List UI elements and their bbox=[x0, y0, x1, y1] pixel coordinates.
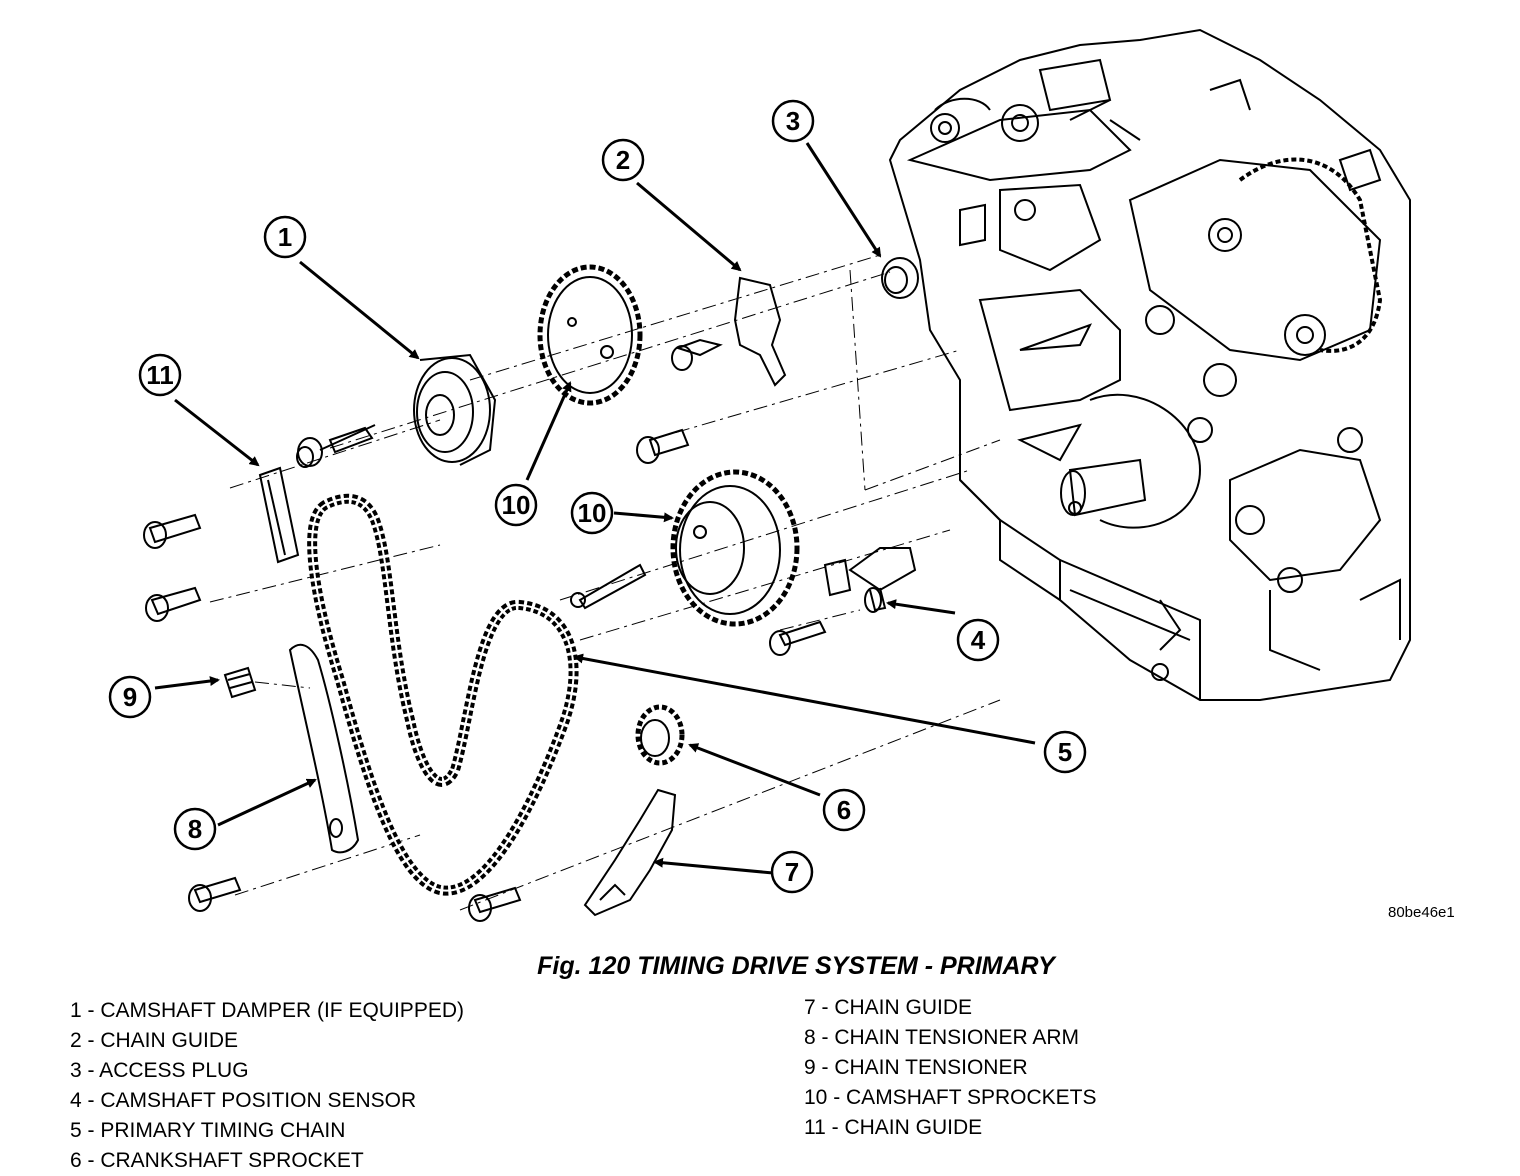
svg-text:10: 10 bbox=[502, 490, 531, 520]
legend-item: 8 - CHAIN TENSIONER ARM bbox=[804, 1026, 1079, 1049]
chain-guide-upper-part bbox=[671, 276, 787, 387]
svg-text:4: 4 bbox=[971, 625, 986, 655]
chain-guide-lower-part bbox=[583, 788, 677, 917]
center-lines bbox=[209, 254, 1001, 911]
callout-10-upper: 10 bbox=[494, 483, 538, 527]
callout-9: 9 bbox=[108, 675, 152, 719]
callout-2: 2 bbox=[601, 138, 645, 182]
crankshaft-sprocket-part bbox=[468, 704, 685, 922]
svg-text:2: 2 bbox=[616, 145, 630, 175]
legend-item: 5 - PRIMARY TIMING CHAIN bbox=[70, 1119, 346, 1142]
legend-item: 6 - CRANKSHAFT SPROCKET bbox=[70, 1149, 364, 1172]
callout-1: 1 bbox=[263, 215, 307, 259]
svg-text:5: 5 bbox=[1058, 737, 1072, 767]
primary-timing-chain-part bbox=[307, 493, 579, 896]
legend-item: 3 - ACCESS PLUG bbox=[70, 1059, 249, 1082]
figure-reference-code: 80be46e1 bbox=[1388, 904, 1455, 921]
svg-text:11: 11 bbox=[146, 360, 174, 390]
camshaft-sprocket-lower bbox=[570, 469, 800, 627]
callout-6: 6 bbox=[822, 788, 866, 832]
camshaft-damper-part bbox=[296, 353, 497, 468]
legend-item: 11 - CHAIN GUIDE bbox=[804, 1116, 983, 1139]
callout-11: 11 bbox=[138, 353, 182, 397]
access-plug-part bbox=[881, 257, 919, 299]
chain-guide-left-part bbox=[143, 466, 300, 622]
callout-5: 5 bbox=[1043, 730, 1087, 774]
svg-text:1: 1 bbox=[278, 222, 292, 252]
svg-text:6: 6 bbox=[837, 795, 851, 825]
callout-4: 4 bbox=[956, 618, 1000, 662]
chain-tensioner-part bbox=[223, 666, 257, 699]
legend-item: 7 - CHAIN GUIDE bbox=[804, 996, 973, 1019]
legend-item: 10 - CAMSHAFT SPROCKETS bbox=[804, 1086, 1097, 1109]
bolt-part bbox=[636, 428, 690, 464]
leader-arrows bbox=[154, 142, 1036, 875]
legend-item: 4 - CAMSHAFT POSITION SENSOR bbox=[70, 1089, 417, 1112]
svg-text:3: 3 bbox=[786, 106, 800, 136]
legend-item: 2 - CHAIN GUIDE bbox=[70, 1029, 239, 1052]
callout-8: 8 bbox=[173, 807, 217, 851]
legend-item: 1 - CAMSHAFT DAMPER (IF EQUIPPED) bbox=[70, 999, 464, 1022]
callout-10-lower: 10 bbox=[570, 491, 614, 535]
timing-drive-diagram: 1 2 3 4 5 6 7 8 9 10 10 11 bbox=[108, 28, 1411, 922]
engine-block bbox=[888, 28, 1411, 701]
svg-text:9: 9 bbox=[123, 682, 137, 712]
legend-left-column: 1 - CAMSHAFT DAMPER (IF EQUIPPED) 2 - CH… bbox=[70, 996, 464, 1176]
svg-text:10: 10 bbox=[578, 498, 607, 528]
callout-3: 3 bbox=[771, 99, 815, 143]
chain-tensioner-arm-part bbox=[188, 643, 360, 912]
legend-item: 9 - CHAIN TENSIONER bbox=[804, 1056, 1028, 1079]
svg-text:7: 7 bbox=[785, 857, 799, 887]
svg-text:8: 8 bbox=[188, 814, 202, 844]
camshaft-sprocket-upper bbox=[537, 264, 643, 406]
legend-right-column: 7 - CHAIN GUIDE 8 - CHAIN TENSIONER ARM … bbox=[804, 993, 1097, 1143]
callout-7: 7 bbox=[770, 850, 814, 894]
figure-caption: Fig. 120 TIMING DRIVE SYSTEM - PRIMARY bbox=[537, 952, 1055, 980]
camshaft-position-sensor-part bbox=[769, 547, 917, 656]
